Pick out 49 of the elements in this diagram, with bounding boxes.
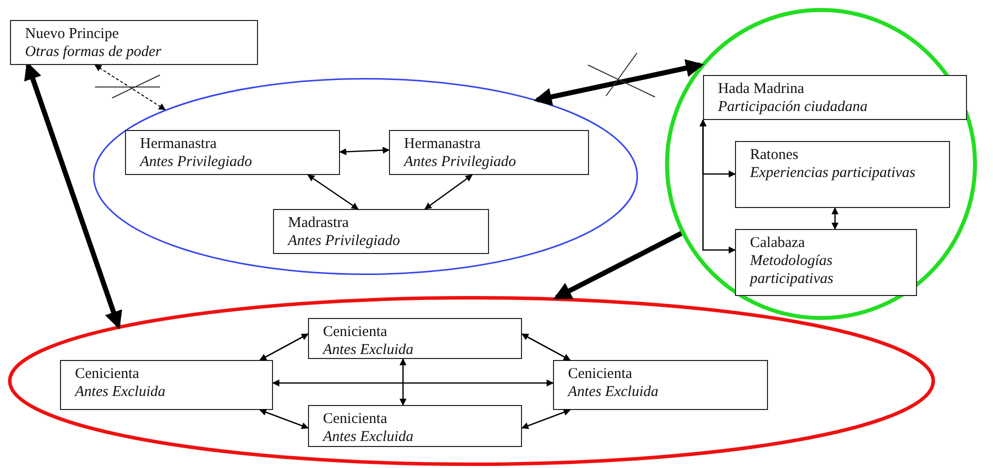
arrow <box>424 174 473 210</box>
arrow <box>521 408 571 430</box>
box-title: Madrastra <box>288 214 350 232</box>
box-title: Cenicienta <box>323 323 388 341</box>
oval-outline <box>8 296 935 466</box>
arrow <box>400 358 406 406</box>
box-subtitle: Otras formas de poder <box>25 43 162 61</box>
arrow <box>700 119 736 254</box>
text-box <box>735 229 917 296</box>
oval-outline <box>93 78 638 275</box>
arrow <box>521 333 571 361</box>
arrow <box>94 64 166 110</box>
text-box <box>10 20 258 65</box>
text-box <box>125 130 340 175</box>
box-subtitle: Metodologías participativas <box>750 252 834 288</box>
box-subtitle: Antes Privilegiado <box>404 153 518 171</box>
box-title: Cenicienta <box>568 365 634 383</box>
box-title: Ratones <box>750 146 800 164</box>
box-subtitle: Antes Excluida <box>568 383 660 401</box>
text-box <box>389 130 589 175</box>
box-title: Hermanastra <box>404 135 482 153</box>
box-subtitle: Antes Excluida <box>323 428 414 446</box>
text-box <box>60 360 273 410</box>
box-subtitle: Antes Privilegiado <box>140 153 254 171</box>
box-title: Nuevo Principe <box>25 25 120 43</box>
box-subtitle: Antes Privilegiado <box>288 232 402 250</box>
text-box <box>273 209 489 254</box>
box-subtitle: Antes Excluida <box>323 341 414 359</box>
arrow <box>259 408 309 430</box>
box-title: Cenicienta <box>323 410 388 428</box>
box-subtitle: Antes Excluida <box>75 383 166 401</box>
arrow <box>272 380 554 386</box>
box-title: Hermanastra <box>140 135 218 153</box>
text-box <box>735 141 950 208</box>
arrow <box>553 231 682 300</box>
text-box <box>308 318 522 359</box>
box-title: Cenicienta <box>75 365 140 383</box>
arrow <box>534 59 704 106</box>
arrow <box>259 333 309 361</box>
box-subtitle: Experiencias participativas <box>750 164 916 182</box>
box-title: Calabaza <box>750 234 806 252</box>
arrow <box>307 174 359 210</box>
text-box <box>553 360 768 410</box>
text-box <box>703 75 967 120</box>
box-title: Hada Madrina <box>718 80 806 98</box>
arrow <box>339 146 390 156</box>
text-box <box>308 405 522 447</box>
box-subtitle: Participación ciudadana <box>718 98 869 116</box>
arrow <box>832 207 838 230</box>
